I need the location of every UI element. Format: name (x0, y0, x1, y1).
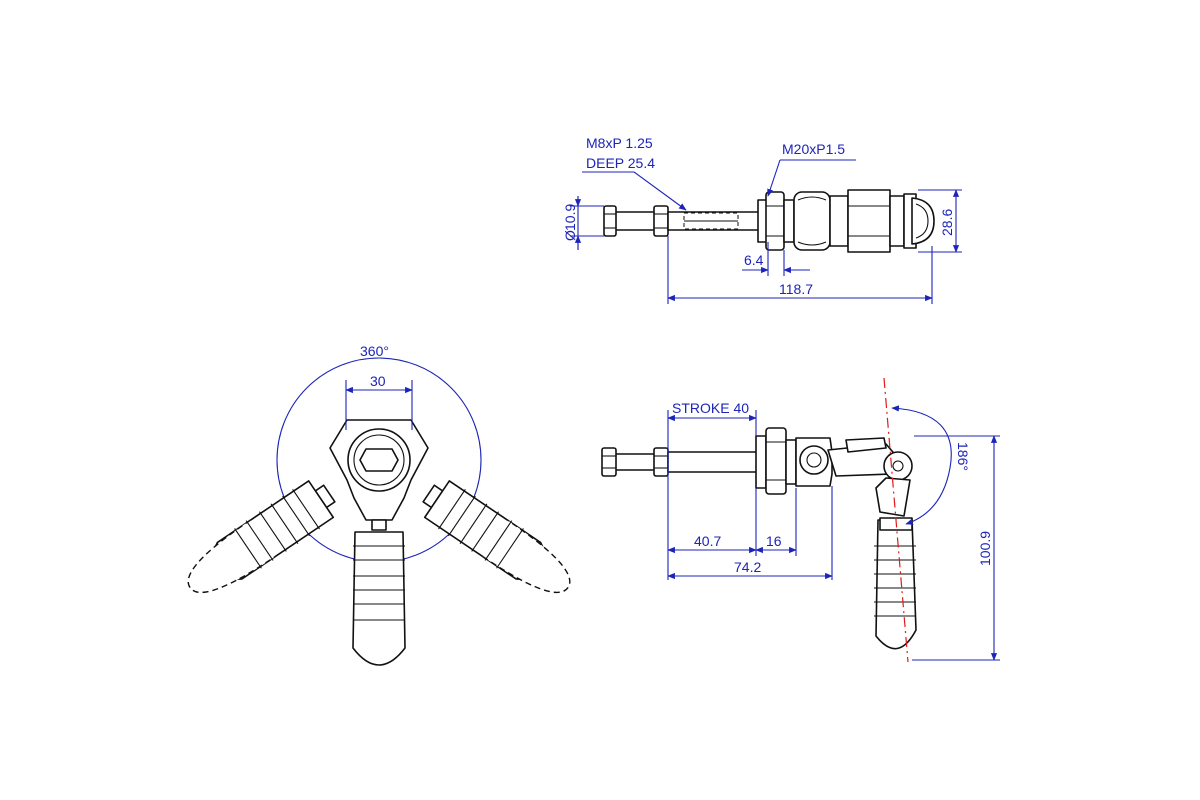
angle-arc (891, 405, 952, 525)
dim-overall-length: 118.7 (779, 281, 813, 297)
dim-stroke: STROKE 40 (672, 400, 749, 416)
end-view-handle-left (187, 480, 336, 594)
end-view-dimensions: 30 360° (345, 343, 413, 430)
top-view-plunger (603, 205, 761, 237)
dim-nut-width: 6.4 (744, 252, 764, 268)
mount-thread: M20xP1.5 (782, 141, 845, 157)
top-view-body (793, 189, 935, 253)
end-view: 30 360° (187, 343, 571, 666)
dim-nut-offset: 16 (766, 533, 782, 549)
end-view-handle-right (422, 480, 571, 594)
dim-height: 28.6 (939, 209, 955, 236)
dim-rod-diameter: 10.9 (562, 204, 578, 231)
dim-end-width: 30 (370, 373, 386, 389)
top-view: Ø 10.9 M8xP 1.25 DEEP 25.4 M20xP1.5 28.6… (562, 135, 962, 304)
thread-note-line1: M8xP 1.25 (586, 135, 653, 151)
side-view-mount-nut (755, 427, 797, 495)
side-view-plunger (601, 447, 759, 477)
side-view-handle (874, 517, 917, 650)
side-view: 186° STROKE 40 40.7 16 74.2 100.9 (601, 377, 1000, 663)
dim-rod-diameter-symbol: Ø (562, 230, 578, 241)
top-view-mount-nut (757, 191, 795, 251)
end-view-handle-bottom (352, 531, 406, 666)
dim-body-length: 74.2 (734, 559, 761, 575)
dim-rod-extension: 40.7 (694, 533, 721, 549)
top-view-dimensions: Ø 10.9 M8xP 1.25 DEEP 25.4 M20xP1.5 28.6… (562, 135, 962, 304)
dim-total-height: 100.9 (977, 531, 993, 566)
dim-rotation: 360° (360, 343, 389, 359)
dim-handle-angle: 186° (955, 442, 971, 471)
end-view-hub (329, 419, 429, 531)
side-view-dimensions: STROKE 40 40.7 16 74.2 100.9 (667, 400, 1000, 661)
thread-note-line2: DEEP 25.4 (586, 155, 655, 171)
